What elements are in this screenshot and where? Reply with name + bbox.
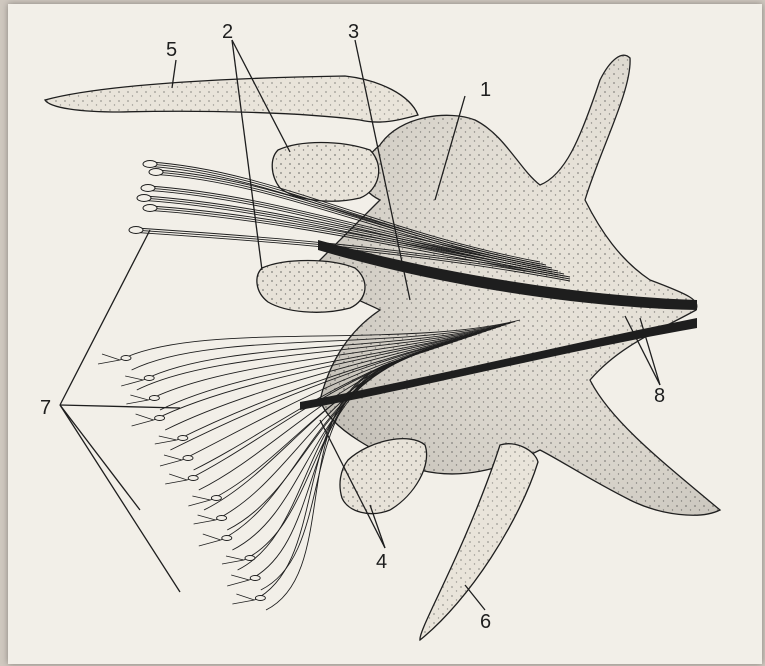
label-6: 6	[480, 611, 491, 633]
chaeta-barb	[222, 556, 244, 564]
chaeta-tip	[217, 516, 227, 521]
chaeta-tip	[188, 476, 198, 481]
chaeta-barb	[227, 575, 249, 586]
chaeta-barb	[98, 354, 120, 364]
label-2: 2	[222, 21, 233, 43]
chaeta-barb	[126, 395, 148, 404]
label-5: 5	[166, 39, 177, 61]
chaeta-barb	[132, 414, 154, 426]
chaeta-tip	[155, 416, 165, 421]
chaeta-tip	[143, 205, 157, 212]
label-1: 1	[480, 79, 491, 101]
chaeta-tip	[222, 536, 232, 541]
chaeta-tip	[178, 436, 188, 441]
chaeta-tip	[149, 396, 159, 401]
chaeta-barb	[160, 455, 182, 466]
chaeta-barb	[165, 474, 187, 484]
chaeta-barb	[199, 534, 221, 546]
lower-lobe	[340, 439, 427, 514]
chaeta-tip	[143, 161, 157, 168]
label-8: 8	[654, 385, 665, 407]
chaeta-tip	[144, 376, 154, 381]
chaeta-tip	[183, 456, 193, 461]
chaeta-tip	[211, 496, 221, 501]
chaeta-tip	[149, 169, 163, 176]
chaeta-tip	[255, 596, 265, 601]
chaeta-barb	[188, 496, 210, 506]
chaeta-tip	[129, 227, 143, 234]
chaeta-barb	[232, 594, 254, 604]
label-3: 3	[348, 21, 359, 43]
chaeta-barb	[121, 376, 143, 386]
chaeta-barb	[194, 515, 216, 524]
middle-lobe	[257, 261, 365, 313]
chaeta-barb	[155, 436, 177, 444]
label-7: 7	[40, 397, 51, 419]
upper-horn	[45, 76, 418, 122]
chaeta-tip	[250, 576, 260, 581]
chaeta-tip	[121, 356, 131, 361]
chaeta-tip	[141, 185, 155, 192]
label-4: 4	[376, 551, 387, 573]
chaeta-tip	[137, 195, 151, 202]
